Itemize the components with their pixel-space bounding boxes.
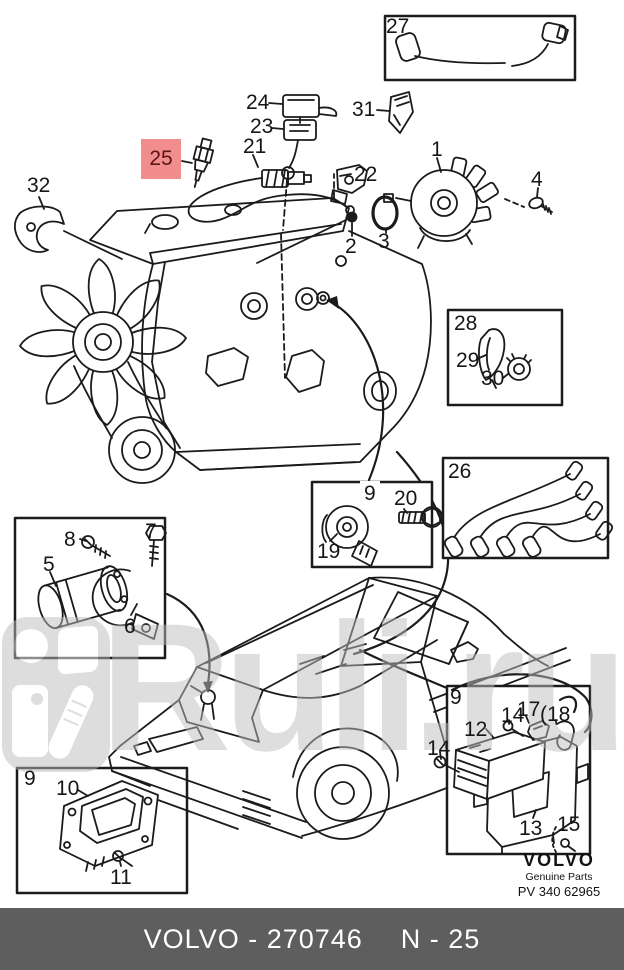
- part-label-1: 1: [431, 138, 443, 161]
- part-label-30: 30: [481, 367, 505, 390]
- part-label-8: 8: [64, 528, 76, 551]
- part-label-22: 22: [354, 163, 378, 186]
- part-30-knob: [502, 353, 532, 381]
- part-label-25: 25: [141, 139, 181, 179]
- inset-box-28: [446, 308, 564, 407]
- engine-fan: [19, 258, 187, 484]
- part-17-clip: [525, 715, 550, 741]
- part-24-relay: [268, 94, 338, 124]
- part-label-23: 23: [250, 115, 274, 138]
- footer-page-number: N - 25: [400, 923, 481, 954]
- part-6-clamp: [91, 568, 159, 640]
- footer-catalog-code: VOLVO - 270746: [143, 923, 363, 954]
- part-label-27: 27: [386, 15, 410, 38]
- part-7-bolt: [145, 525, 167, 567]
- part-29-cover: [476, 328, 506, 389]
- genuine-parts-text: Genuine Parts: [525, 871, 593, 883]
- part-label-9-sensor-box: 9: [360, 481, 380, 507]
- part-label-19: 19: [317, 540, 341, 563]
- part-14-screws: [433, 719, 524, 773]
- part-22-bracket: [330, 164, 368, 205]
- part-label-29: 29: [456, 349, 480, 372]
- part-label-6: 6: [124, 615, 136, 638]
- volvo-logo-text: VOLVO: [523, 850, 595, 870]
- part-5-ignition-coil: [37, 565, 129, 630]
- part-label-28: 28: [454, 312, 478, 335]
- part-15-clip: [551, 826, 576, 853]
- part-4-screw: [504, 187, 553, 215]
- part-2-washer: [256, 211, 358, 264]
- inset-box-27: [383, 14, 577, 82]
- part-8-screw: [79, 535, 111, 559]
- part-32-bracket: [13, 196, 123, 260]
- part-label-17: 17: [517, 698, 541, 721]
- part-3-o-ring: [371, 195, 399, 234]
- footer-bar: VOLVO - 270746 N - 25: [0, 908, 624, 970]
- part-label-14-upper: 14: [501, 704, 525, 727]
- part-label-13: 13: [519, 817, 543, 840]
- part-21-oxygen-sensor: [187, 154, 355, 223]
- part-20-bolt: [398, 506, 443, 528]
- ecu-box-leader-arcs: [450, 673, 593, 734]
- part-1-distributor: [383, 156, 499, 249]
- part-27-spark-plug-wire: [395, 21, 569, 67]
- inset-box-ignition-coil: [13, 516, 167, 660]
- part-label-2: 2: [345, 235, 357, 258]
- part-18-elbow: [555, 719, 575, 751]
- branding-block: VOLVO Genuine Parts PV 340 62965: [498, 850, 620, 899]
- part-label-7: 7: [145, 520, 157, 543]
- part-label-21: 21: [243, 135, 267, 158]
- part-label-31: 31: [352, 98, 376, 121]
- part-label-32: 32: [27, 174, 51, 197]
- part-label-10: 10: [56, 777, 80, 800]
- part-12-control-unit: [453, 728, 546, 800]
- part-label-20: 20: [394, 487, 418, 510]
- part-label-9-module-box: 9: [24, 767, 36, 790]
- part-31-clip: [376, 91, 414, 134]
- part-26-ignition-cables: [444, 460, 614, 558]
- part-label-4: 4: [531, 168, 543, 191]
- part-19-knock-sensor: [321, 505, 378, 567]
- part-25-spark-plug: [181, 137, 215, 188]
- part-11-screw: [112, 850, 133, 867]
- part-label-24: 24: [246, 91, 270, 114]
- part-10-ignition-module: [59, 780, 159, 872]
- part-label-3: 3: [378, 230, 390, 253]
- engine-illustration: [89, 173, 432, 471]
- part-label-26: 26: [448, 460, 472, 483]
- part-label-18: (18: [540, 703, 571, 726]
- part-label-12: 12: [464, 718, 488, 741]
- part-label-5: 5: [43, 553, 55, 576]
- part-label-11: 11: [110, 866, 132, 889]
- part-label-15: 15: [557, 813, 581, 836]
- part-label-14-left: 14: [427, 737, 451, 760]
- part-number-text: PV 340 62965: [517, 884, 601, 899]
- part-label-9-ecu-box: 9: [450, 686, 462, 709]
